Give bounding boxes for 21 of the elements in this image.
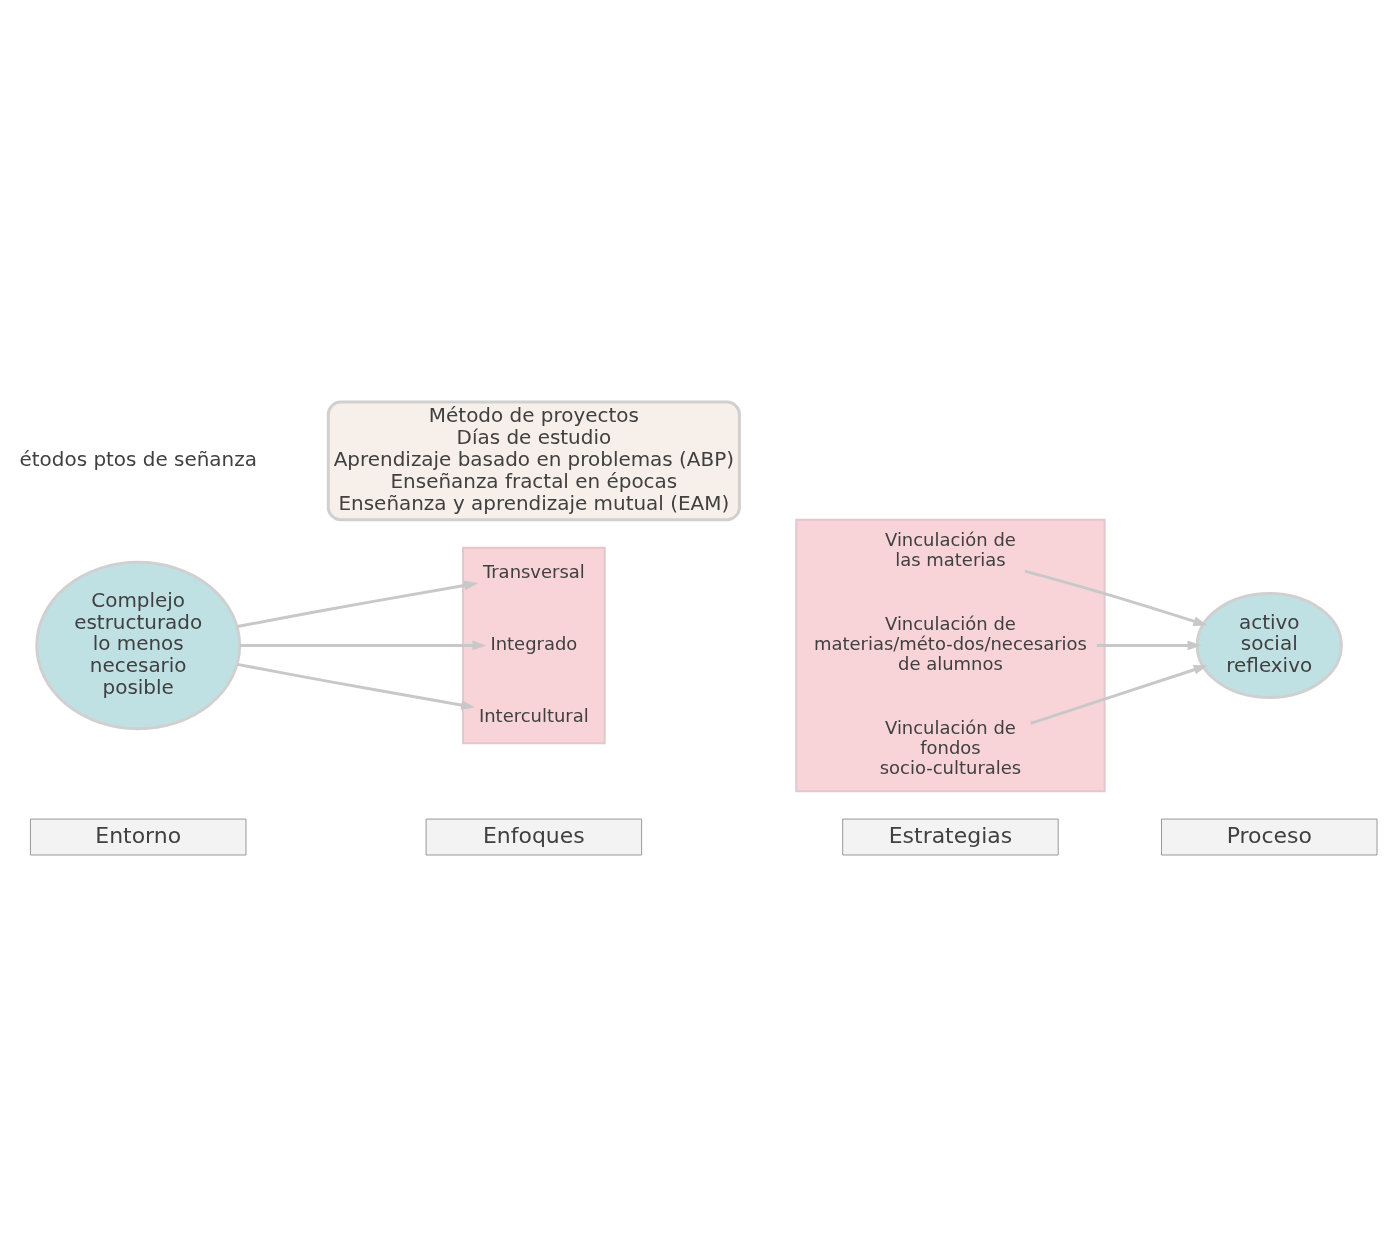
arrow bbox=[1096, 640, 1202, 650]
arrow bbox=[1030, 664, 1208, 725]
node-text: Vinculación de las materias bbox=[885, 528, 1016, 570]
node-box: Entorno bbox=[29, 818, 247, 855]
arrow bbox=[1024, 569, 1208, 626]
arrow bbox=[237, 662, 476, 710]
node-box: Método de proyectos Días de estudio Aprendizaje basado en problemas (ABP) Enseñanza fractal en épocas Enseñanza y aprendizaje mutual (EAM) bbox=[326, 400, 741, 521]
arrow bbox=[239, 640, 487, 650]
label: étodos ptos de señanza bbox=[19, 446, 257, 471]
node-box: Enfoques bbox=[425, 818, 643, 855]
node-text: Intercultural bbox=[478, 704, 589, 726]
node-text: Transversal bbox=[482, 560, 585, 582]
node-text: Vinculación de fondos socio-culturales bbox=[879, 716, 1022, 778]
node-box: Estrategias bbox=[842, 818, 1059, 855]
node-ellipse: activo social reflexivo bbox=[1195, 591, 1343, 699]
node-box: Proceso bbox=[1161, 818, 1378, 855]
cluster bbox=[795, 518, 1106, 792]
node-text: Integrado bbox=[490, 632, 578, 654]
node-ellipse: Complejo estructurado lo menos necesario posible bbox=[35, 560, 242, 730]
arrow bbox=[237, 580, 479, 628]
node-text: Vinculación de materias/méto-dos/necesarios de alumnos bbox=[813, 612, 1087, 674]
